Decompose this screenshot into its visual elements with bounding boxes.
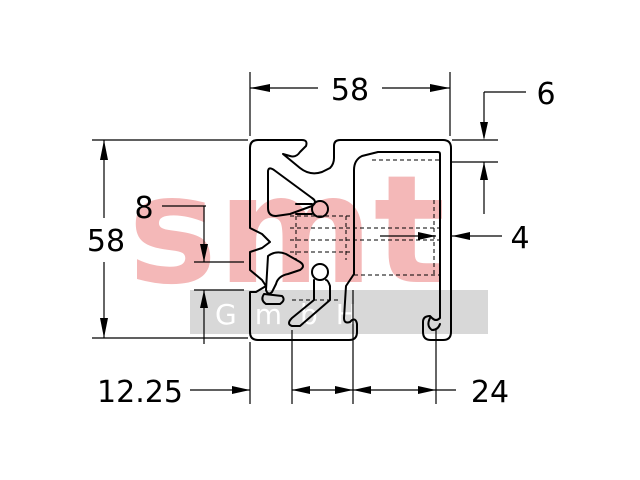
dimension-left-height: 58 bbox=[87, 139, 248, 339]
dim-label-bottom-pitch: 24 bbox=[471, 375, 509, 410]
bottom-left-slot bbox=[261, 293, 285, 305]
watermark-sub: GmbH bbox=[215, 298, 375, 331]
watermark: smt GmbH bbox=[128, 144, 488, 334]
groove-lower bbox=[311, 263, 329, 281]
dimension-wall-right: 4 bbox=[380, 221, 530, 256]
watermark-brand: smt bbox=[128, 144, 445, 318]
dimension-wall-top: 6 bbox=[452, 77, 556, 214]
profile-outer-contour bbox=[249, 139, 452, 341]
dim-label-left-offset: 12.25 bbox=[97, 375, 183, 410]
dim-label-top-width: 58 bbox=[331, 73, 369, 108]
dim-label-slot-width: 8 bbox=[134, 191, 153, 226]
groove-lower-stem bbox=[288, 279, 331, 327]
right-hook bbox=[427, 317, 441, 331]
dim-label-wall-right: 4 bbox=[510, 221, 529, 256]
dimension-slot-width: 8 bbox=[134, 191, 244, 344]
groove-upper bbox=[311, 200, 329, 218]
groove-upper-neck bbox=[295, 203, 313, 215]
dimension-top-width: 58 bbox=[249, 72, 451, 136]
hidden-lines bbox=[290, 159, 441, 301]
lower-cavity bbox=[265, 251, 304, 295]
dim-label-wall-top: 6 bbox=[536, 77, 555, 112]
dimension-bottom: 12.25 24 bbox=[97, 290, 509, 410]
aluminium-profile bbox=[249, 139, 452, 341]
dim-label-left-height: 58 bbox=[87, 224, 125, 259]
